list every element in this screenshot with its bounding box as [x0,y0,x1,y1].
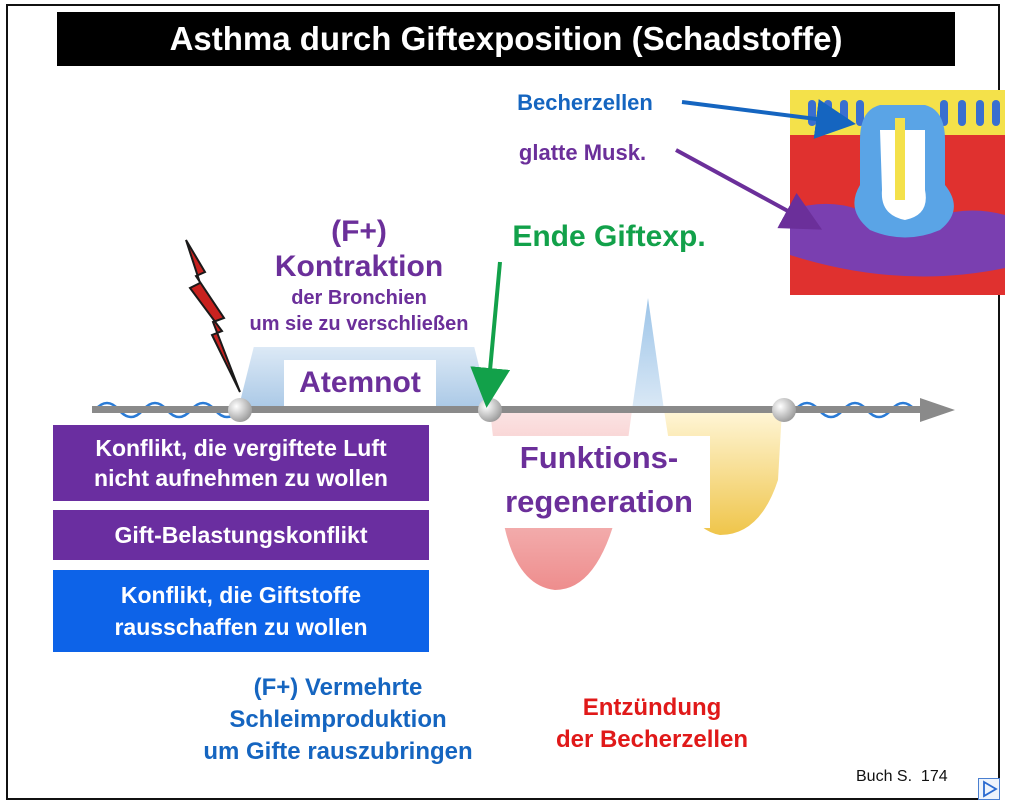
box-konflikt-gift: Konflikt, die Giftstoffe rausschaffen zu… [53,570,429,652]
box-konflikt-gift-line2: rausschaffen zu wollen [114,614,368,640]
label-schleim-2: Schleimproduktion [229,706,447,733]
schleimproduktion-label: (F+) Vermehrte Schleimproduktion um Gift… [170,672,506,768]
kontraktion-label-group: (F+) Kontraktion der Bronchien um sie zu… [240,215,478,347]
funktions-regeneration-label: Funktions- regeneration [488,436,710,528]
label-atemnot: Atemnot [284,360,436,406]
lightning-bolt-icon [185,239,241,393]
label-regeneration: regeneration [505,484,693,519]
box-konflikt-luft-line2: nicht aufnehmen zu wollen [94,465,388,491]
timeline-arrowhead [920,398,955,422]
label-entzuendung-2: der Becherzellen [555,726,749,753]
label-kontraktion-sub2: um sie zu verschließen [249,313,469,335]
label-glatte-musk: glatte Musk. [518,140,647,165]
epileptoid-crisis-spike [632,298,664,410]
becherzellen-arrow [681,99,856,139]
slide-title: Asthma durch Giftexposition (Schadstoffe… [57,12,955,66]
label-ende-giftexp: Ende Giftexp. [512,220,706,253]
label-schleim-3: um Gifte rauszubringen [203,738,473,765]
next-arrow-icon[interactable] [978,778,1000,800]
normalization-point [772,398,796,422]
box-gift-belastung: Gift-Belastungskonflikt [53,510,429,560]
label-f-plus: (F+) [331,215,387,248]
bronchial-tissue-illustration [790,90,1005,295]
slide-frame [6,4,1000,800]
timeline-axis [92,406,922,413]
label-schleim-1: (F+) Vermehrte [253,674,423,701]
ende-giftexp-arrow [470,261,511,408]
dhs-point [228,398,252,422]
entzuendung-label: Entzündung der Becherzellen [522,692,782,756]
label-funktions: Funktions- [519,440,679,475]
label-kontraktion: Kontraktion [274,250,444,283]
conflictolysis-point [478,398,502,422]
label-becherzellen: Becherzellen [517,90,653,115]
glatte-musk-arrow [675,148,823,230]
label-kontraktion-sub1: der Bronchien [291,287,427,309]
box-konflikt-luft-line1: Konflikt, die vergiftete Luft [95,435,387,461]
label-entzuendung-1: Entzündung [582,694,722,721]
book-page-reference: Buch S. 174 [856,768,948,785]
box-konflikt-gift-line1: Konflikt, die Giftstoffe [120,582,362,608]
box-konflikt-luft: Konflikt, die vergiftete Luft nicht aufn… [53,425,429,501]
